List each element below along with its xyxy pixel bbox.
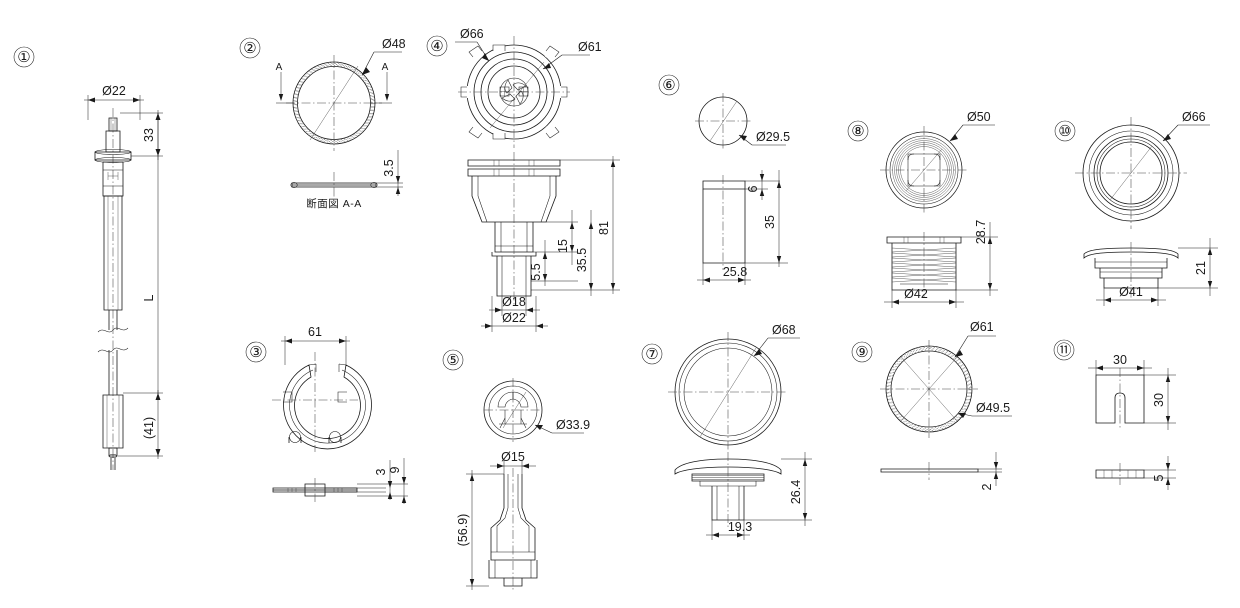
item-9-dim-2: 2 [980, 483, 994, 490]
item-7-dim-26-4: 26.4 [789, 480, 803, 504]
item-2-number: ② [243, 40, 256, 57]
item-2-section-mark-a-left: A [276, 62, 283, 73]
item-3-number: ③ [249, 344, 262, 361]
item-1-dim-41: (41) [142, 417, 156, 439]
item-8-threaded-insert: ⑧ Ø50 [847, 110, 998, 308]
item-11-dim-30-height: 30 [1152, 393, 1166, 407]
item-7-number: ⑦ [645, 346, 658, 363]
item-6-number: ⑥ [662, 77, 675, 94]
item-3-snap-ring: ③ 61 [245, 325, 408, 504]
item-1-number: ① [17, 49, 30, 66]
item-9-number: ⑨ [855, 344, 868, 361]
item-10-dim-diameter-41: Ø41 [1119, 285, 1143, 299]
item-11-slotted-plate: ⑪ 30 30 5 [1053, 339, 1176, 490]
item-4-dim-diameter-18: Ø18 [502, 295, 526, 309]
item-5-dim-56-9: (56.9) [456, 514, 470, 547]
item-8-dim-diameter-42: Ø42 [904, 287, 928, 301]
item-1-dim-33: 33 [142, 128, 156, 142]
item-1-rod-assembly: ① [13, 46, 163, 470]
item-5-number: ⑤ [446, 352, 459, 369]
item-8-dim-28-7: 28.7 [974, 220, 988, 244]
item-6-dim-6: 6 [746, 185, 760, 192]
item-9-dim-diameter-61: Ø61 [970, 320, 994, 334]
item-4-dim-81: 81 [597, 221, 611, 235]
item-10-dim-diameter-66: Ø66 [1182, 110, 1206, 124]
item-4-dim-15: 15 [556, 239, 570, 253]
item-3-dim-9: 9 [388, 466, 402, 473]
item-2-section-mark-a-right: A [382, 62, 389, 73]
item-8-dim-diameter-50: Ø50 [967, 110, 991, 124]
item-2-ring-gasket: ② A A Ø48 [239, 37, 406, 210]
item-2-dim-diameter-48: Ø48 [382, 37, 406, 51]
item-4-drain-body: ④ [426, 27, 620, 332]
item-1-dim-L: L [142, 294, 156, 301]
item-7-dim-diameter-68: Ø68 [772, 323, 796, 337]
item-9-flat-washer: ⑨ Ø61 Ø49.5 2 [851, 320, 1012, 490]
item-5-dim-diameter-15: Ø15 [501, 450, 525, 464]
item-6-dim-25-8: 25.8 [723, 265, 747, 279]
item-8-number: ⑧ [851, 123, 864, 140]
item-4-number: ④ [430, 38, 443, 55]
item-7-dim-19-3: 19.3 [728, 520, 752, 534]
item-4-dim-diameter-61: Ø61 [578, 40, 602, 54]
item-6-dim-35: 35 [763, 215, 777, 229]
item-5-dim-diameter-33-9: Ø33.9 [556, 418, 590, 432]
item-4-dim-diameter-66: Ø66 [460, 27, 484, 41]
item-9-dim-diameter-49-5: Ø49.5 [976, 401, 1010, 415]
item-11-number: ⑪ [1056, 342, 1071, 359]
item-10-number: ⑩ [1058, 123, 1071, 140]
item-10-dim-21: 21 [1194, 261, 1208, 275]
item-1-dim-diameter-22: Ø22 [102, 84, 126, 98]
item-5-spindle-cap: ⑤ Ø33.9 Ø15 [442, 349, 590, 592]
item-2-dim-3-5: 3.5 [382, 159, 396, 176]
item-11-dim-5: 5 [1152, 474, 1166, 481]
item-3-dim-3: 3 [374, 468, 388, 475]
item-4-dim-5-5: 5.5 [529, 263, 543, 280]
item-11-dim-30-width: 30 [1113, 353, 1127, 367]
item-4-dim-35-5: 35.5 [575, 248, 589, 272]
item-6-cylinder-plug: ⑥ Ø29.5 6 35 25.8 [658, 74, 790, 285]
item-3-dim-61: 61 [308, 325, 322, 339]
item-10-flange-ring: ⑩ Ø66 21 Ø41 [1054, 110, 1218, 306]
item-4-dim-diameter-22: Ø22 [502, 311, 526, 325]
item-2-section-label: 断面図 A-A [306, 197, 361, 210]
item-6-dim-diameter-29-5: Ø29.5 [756, 130, 790, 144]
item-7-drain-cover: ⑦ Ø68 26.4 [641, 323, 812, 540]
